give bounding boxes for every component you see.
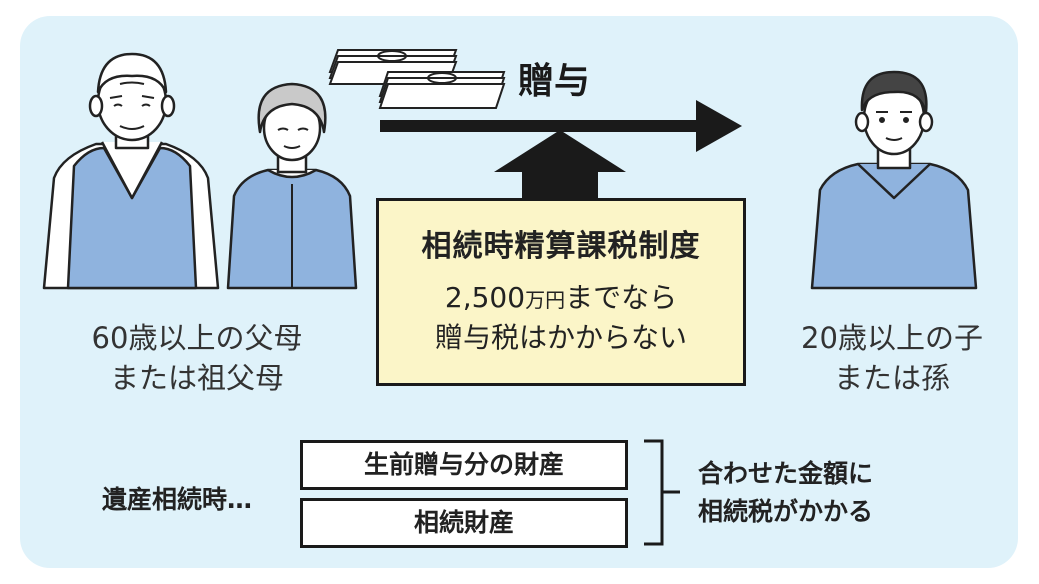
lifetime-gift-assets-box: 生前贈与分の財産 (300, 440, 628, 490)
inheritance-result-line2: 相続税がかかる (698, 497, 874, 526)
inheritance-label: 遺産相続時… (102, 485, 253, 514)
inherited-assets-box: 相続財産 (300, 498, 628, 548)
left-people-line2: または祖父母 (109, 361, 284, 395)
gift-arrow (380, 100, 742, 152)
gift-label: 贈与 (518, 61, 591, 102)
left-people-label: 60歳以上の父母 または祖父母 (52, 318, 342, 398)
inheritance-result: 合わせた金額に 相続税がかかる (698, 455, 873, 531)
rule-title: 相続時精算課税制度 (421, 229, 701, 264)
rule-amount-suffix: までなら (565, 281, 678, 314)
rule-box: 相続時精算課税制度 2,500万円までなら 贈与税はかからない (376, 198, 746, 386)
bracket (644, 439, 680, 546)
right-people-line1: 20歳以上の子 (801, 321, 983, 355)
left-people-line1: 60歳以上の父母 (91, 321, 303, 355)
up-arrow (494, 130, 626, 200)
young-adult-figure (810, 70, 978, 290)
money-stack-icon (328, 49, 506, 109)
right-people-line2: または孫 (833, 361, 950, 395)
grandmother-figure (226, 82, 358, 290)
right-people-label: 20歳以上の子 または孫 (772, 318, 1012, 398)
grandfather-figure (42, 52, 220, 290)
rule-amount-value: 2,500 (444, 281, 526, 314)
rule-line2: 贈与税はかからない (434, 321, 687, 354)
inheritance-result-line1: 合わせた金額に (698, 459, 874, 488)
rule-amount-unit: 万円 (525, 288, 566, 312)
rule-amount-line: 2,500万円までなら (379, 279, 743, 319)
